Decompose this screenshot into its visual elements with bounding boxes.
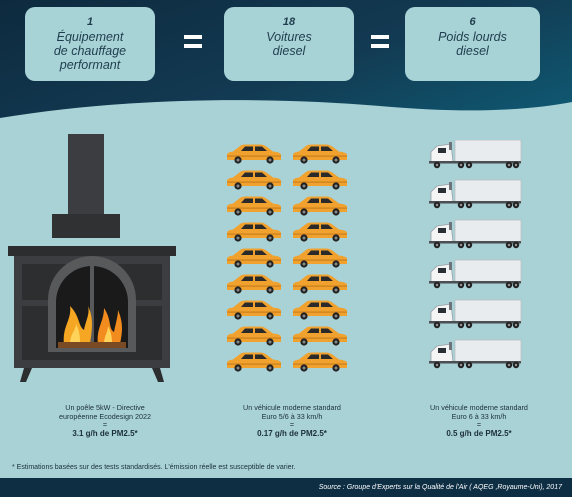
car-icon [227, 300, 281, 320]
car-icon [293, 170, 347, 190]
caption-trucks: Un véhicule moderne standard Euro 6 à 33… [414, 403, 544, 438]
car-icon [227, 196, 281, 216]
equivalence-box-trucks: 6 Poids lourds diesel [405, 7, 540, 81]
caption-cars: Un véhicule moderne standard Euro 5/6 à … [227, 403, 357, 438]
caption-line: Un poêle 5kW - Directive [65, 403, 145, 412]
car-icon [227, 222, 281, 242]
box-number: 1 [86, 16, 94, 28]
truck-icon [429, 299, 522, 329]
car-icon [293, 326, 347, 346]
box-label-line: Voitures [266, 30, 312, 44]
box-label-line: Poids lourds [438, 30, 507, 44]
caption-line: Euro 6 à 33 km/h [451, 411, 507, 421]
caption-line: Un véhicule moderne standard [243, 403, 341, 412]
caption-value: 3.1 g/h de PM2.5* [72, 428, 138, 438]
box-label-line: diesel [456, 44, 489, 58]
box-label-line: performant [59, 58, 121, 72]
caption-line: Euro 5/6 à 33 km/h [261, 411, 323, 421]
truck-icon [429, 259, 522, 289]
equivalence-box-stove: 1 Équipement de chauffage performant [25, 7, 155, 81]
box-number: 6 [469, 16, 476, 28]
car-icon [293, 352, 347, 372]
caption-value: 0.5 g/h de PM2.5* [446, 428, 512, 438]
caption-equals: = [289, 420, 295, 430]
truck-icon [429, 219, 522, 249]
caption-equals: = [102, 420, 108, 430]
car-icon [293, 196, 347, 216]
source-bar: Source : Groupe d'Experts sur la Qualité… [0, 478, 572, 497]
truck-grid [429, 140, 522, 369]
car-icon [293, 248, 347, 268]
car-grid [227, 144, 347, 372]
car-icon [227, 274, 281, 294]
box-label-line: de chauffage [53, 44, 127, 58]
equivalence-box-cars: 18 Voitures diesel [224, 7, 354, 81]
caption-line: européenne Ecodesign 2022 [59, 411, 151, 421]
footnote: * Estimations basées sur des tests stand… [12, 464, 296, 471]
truck-icon [429, 179, 522, 209]
car-icon [227, 352, 281, 372]
truck-icon [429, 339, 522, 369]
car-icon [227, 248, 281, 268]
car-icon [293, 300, 347, 320]
car-icon [293, 144, 347, 164]
stove-illustration [8, 134, 176, 382]
header-wave [0, 100, 572, 136]
caption-equals: = [476, 420, 482, 430]
box-label-line: Équipement [56, 30, 124, 44]
car-icon [227, 144, 281, 164]
caption-value: 0.17 g/h de PM2.5* [257, 428, 327, 438]
box-number: 18 [282, 16, 296, 28]
car-icon [227, 326, 281, 346]
truck-icon [429, 140, 522, 169]
car-icon [293, 274, 347, 294]
equals-sign [371, 35, 389, 48]
car-icon [293, 222, 347, 242]
caption-stove: Un poêle 5kW - Directive européenne Ecod… [40, 403, 170, 438]
caption-line: Un véhicule moderne standard [430, 403, 528, 412]
box-label-line: diesel [272, 44, 306, 58]
car-icon [227, 170, 281, 190]
equals-sign [184, 35, 202, 48]
